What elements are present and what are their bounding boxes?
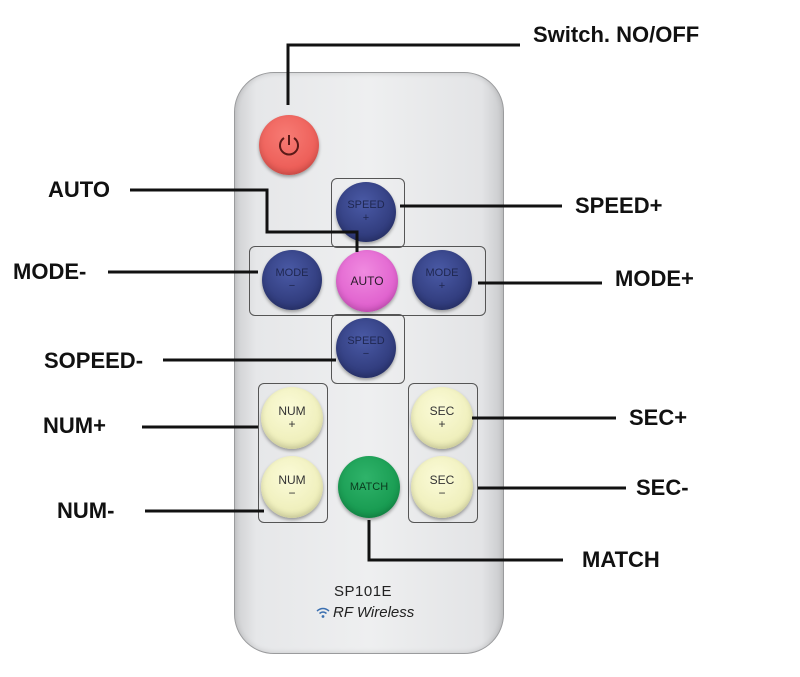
- mode-plus-button[interactable]: MODE +: [412, 250, 472, 310]
- mode-minus-sign: −: [288, 280, 296, 292]
- match-button[interactable]: MATCH: [338, 456, 400, 518]
- sec-plus-label: SEC: [429, 404, 455, 418]
- speed-plus-label: SPEED+: [575, 193, 663, 218]
- mode-plus-label: MODE: [425, 267, 459, 279]
- num-minus-sign: −: [288, 486, 296, 500]
- rf-wireless-label: RF Wireless: [316, 604, 414, 621]
- match-callout-label: MATCH: [582, 547, 660, 572]
- speed-up-button[interactable]: SPEED +: [336, 182, 396, 242]
- speed-down-outline: [331, 314, 405, 384]
- speed-down-button[interactable]: SPEED −: [336, 318, 396, 378]
- mode-plus-sign: +: [438, 280, 446, 292]
- mode-row-outline: [249, 246, 486, 316]
- num-minus-label: NUM: [278, 473, 306, 487]
- num-plus-callout-label: NUM+: [43, 413, 106, 438]
- power-button[interactable]: [259, 115, 319, 175]
- sec-minus-button[interactable]: SEC −: [411, 456, 473, 518]
- sec-plus-button[interactable]: SEC +: [411, 387, 473, 449]
- mode-minus-callout-label: MODE-: [13, 259, 87, 284]
- mode-minus-label: MODE: [275, 267, 309, 279]
- sec-minus-label: SEC: [429, 473, 455, 487]
- speed-up-label: SPEED: [347, 199, 385, 211]
- sec-plus-sign: +: [438, 417, 446, 431]
- power-icon: [279, 135, 299, 156]
- auto-button[interactable]: AUTO: [336, 250, 398, 312]
- auto-label: AUTO: [350, 273, 384, 288]
- mode-minus-button[interactable]: MODE −: [262, 250, 322, 310]
- sopeed-minus-label: SOPEED-: [44, 348, 144, 373]
- num-minus-callout-label: NUM-: [57, 498, 115, 523]
- num-plus-sign: +: [288, 417, 296, 431]
- num-group-outline: [258, 383, 328, 523]
- switch-label: Switch. NO/OFF: [533, 22, 700, 47]
- speed-down-label: SPEED: [347, 335, 385, 347]
- num-plus-button[interactable]: NUM +: [261, 387, 323, 449]
- model-name: SP101E: [334, 583, 393, 600]
- num-minus-button[interactable]: NUM −: [261, 456, 323, 518]
- sec-plus-callout-label: SEC+: [629, 405, 688, 430]
- num-plus-label: NUM: [278, 404, 306, 418]
- auto-callout-label: AUTO: [48, 177, 110, 202]
- match-label: MATCH: [349, 480, 389, 493]
- rf-wireless-text: RF Wireless: [333, 604, 415, 621]
- speed-down-sign: −: [362, 348, 370, 360]
- speed-up-sign: +: [362, 212, 370, 224]
- sec-minus-sign: −: [438, 486, 446, 500]
- sec-minus-callout-label: SEC-: [636, 475, 689, 500]
- wifi-icon: [316, 607, 330, 618]
- mode-plus-callout-label: MODE+: [615, 266, 694, 291]
